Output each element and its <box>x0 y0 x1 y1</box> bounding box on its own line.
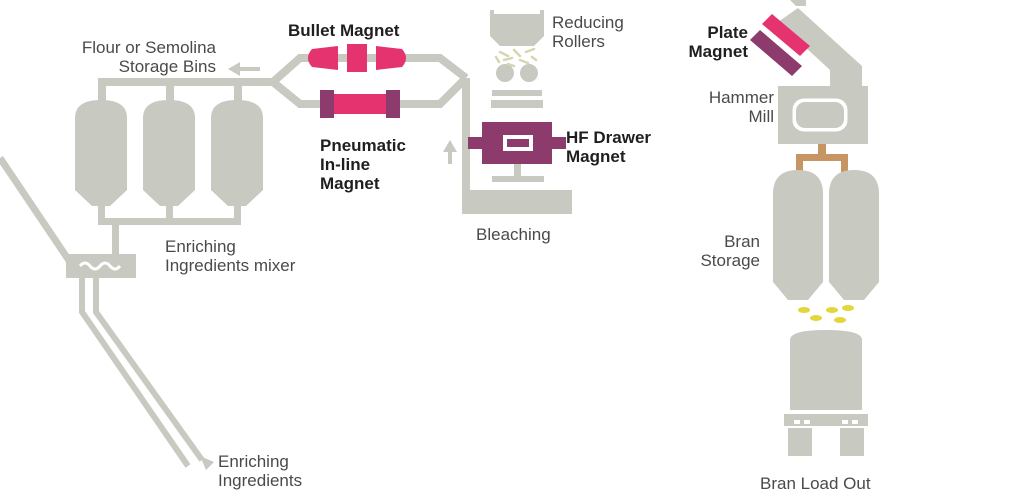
label-flour-line1: Flour or Semolina <box>81 38 216 57</box>
label-flour-storage-bins: Flour or Semolina Storage Bins <box>20 38 216 76</box>
label-enriching-ingredients: Enriching Ingredients <box>218 452 302 490</box>
label-reducing-line2: Rollers <box>552 32 605 51</box>
label-pneumatic-line1: Pneumatic <box>320 136 406 155</box>
label-plate-magnet: Plate Magnet <box>660 23 749 61</box>
label-enriching-mixer: Enriching Ingredients mixer <box>165 237 295 275</box>
hammer-mill <box>778 86 868 144</box>
label-hf-line1: HF Drawer <box>566 128 652 147</box>
pneumatic-inline-magnet <box>320 90 400 118</box>
enriching-arrow <box>200 456 214 470</box>
flour-storage-bins <box>75 78 273 258</box>
label-bran-line2: Storage <box>700 251 760 270</box>
label-ingredients-line1: Enriching <box>218 452 289 471</box>
label-hf-line2: Magnet <box>566 147 626 166</box>
label-bran-storage: Bran Storage <box>660 232 760 270</box>
orange-pipe <box>796 144 848 174</box>
label-hammer-line1: Hammer <box>708 88 774 107</box>
label-pneumatic-line3: Magnet <box>320 174 380 193</box>
label-flour-line2: Storage Bins <box>118 57 216 76</box>
bran-storage-bins <box>773 170 879 300</box>
label-bleaching: Bleaching <box>476 225 551 244</box>
enriching-mixer <box>66 254 136 278</box>
label-bullet-magnet: Bullet Magnet <box>288 21 400 40</box>
label-pneumatic-inline-magnet: Pneumatic In-line Magnet <box>320 136 406 193</box>
grain-particles <box>494 47 538 68</box>
bullet-magnet <box>308 44 406 72</box>
label-reducing-line1: Reducing <box>552 13 624 32</box>
label-mixer-line1: Enriching <box>165 237 236 256</box>
label-hammer-line2: Mill <box>748 107 775 126</box>
label-ingredients-line2: Ingredients <box>218 471 303 490</box>
hf-drawer-magnet <box>468 100 566 164</box>
label-bran-load-out: Bran Load Out <box>760 474 871 493</box>
label-plate-line2: Magnet <box>688 42 749 61</box>
label-hf-drawer-magnet: HF Drawer Magnet <box>566 128 651 166</box>
diagonal-chute <box>0 156 73 264</box>
flow-arrow-up <box>443 140 457 164</box>
flow-arrow-left <box>228 62 260 76</box>
bleaching-unit <box>462 164 572 214</box>
reducing-rollers <box>490 10 544 96</box>
plate-magnet-chute <box>750 0 862 88</box>
label-reducing-rollers: Reducing Rollers <box>552 13 624 51</box>
bran-load-out-truck <box>784 330 868 456</box>
label-mixer-line2: Ingredients mixer <box>165 256 296 275</box>
label-bran-line1: Bran <box>724 232 760 251</box>
label-pneumatic-line2: In-line <box>320 155 371 174</box>
enriching-pipes <box>79 278 205 468</box>
label-plate-line1: Plate <box>707 23 748 42</box>
label-hammer-mill: Hammer Mill <box>670 88 774 126</box>
bran-pellets <box>798 305 854 323</box>
